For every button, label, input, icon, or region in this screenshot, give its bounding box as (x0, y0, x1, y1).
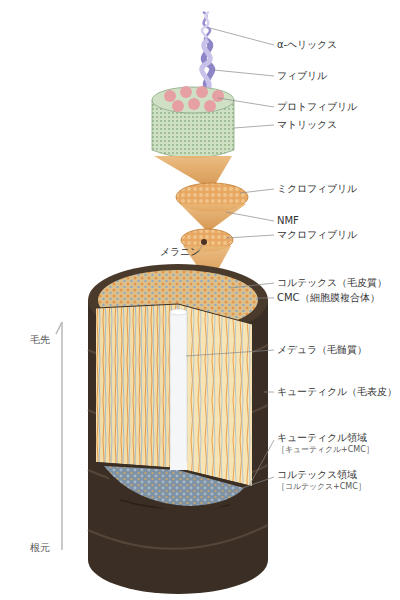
part-label: 毛先 (30, 334, 50, 346)
part-label: ミクロフィブリル (277, 183, 357, 195)
part-label: メラニン (160, 246, 200, 258)
part-label: NMF (277, 215, 299, 227)
part-label: キューティクル領域 (277, 432, 367, 444)
part-label: 根元 (30, 542, 50, 554)
part-label: フィブリル (277, 70, 327, 82)
part-label: プロトフィブリル (277, 101, 357, 113)
part-label: マトリックス (277, 119, 337, 131)
part-label: ［キューティクル+CMC］ (277, 445, 374, 455)
part-label: α-ヘリックス (277, 39, 337, 51)
part-label: メデュラ（毛髄質） (277, 344, 367, 356)
part-label: キューティクル（毛表皮） (277, 386, 397, 398)
part-label: マクロフィブリル (277, 229, 357, 241)
part-label: CMC（細胞膜複合体） (277, 292, 380, 304)
part-label: コルテックス（毛皮質） (277, 277, 387, 289)
part-label: コルテックス領域 (277, 469, 357, 481)
part-label: ［コルテックス+CMC］ (277, 482, 366, 492)
